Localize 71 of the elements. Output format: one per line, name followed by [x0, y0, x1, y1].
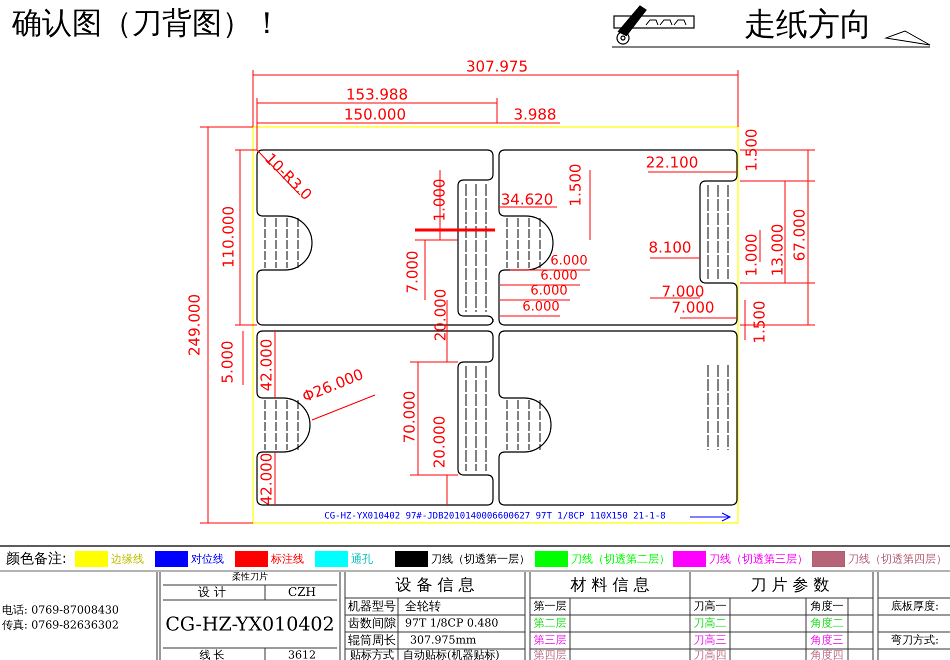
- field-label: 贴标方式: [350, 650, 394, 660]
- dimension-label: 8.100: [648, 240, 692, 256]
- field-label: 设 计: [198, 586, 226, 598]
- dimension-label: 6.000: [550, 254, 588, 268]
- dimension-label: 5.000: [220, 340, 236, 384]
- legend-label: 刀线（切透第四层）: [848, 554, 947, 564]
- dimension-label: 1.000: [744, 234, 760, 276]
- dimension-label: 67.000: [792, 208, 808, 262]
- field-label: 刀高一: [694, 600, 726, 612]
- dimension-label: 20.000: [432, 416, 448, 468]
- dimension-label: 153.988: [346, 88, 408, 102]
- field-label: 刀高四: [694, 650, 726, 660]
- legend-heading: 颜色备注:: [6, 552, 67, 566]
- field-value: 3612: [288, 650, 316, 660]
- dimension-label: 13.000: [770, 224, 786, 276]
- direction-label: 走纸方向: [744, 8, 872, 40]
- legend-label: 通孔: [351, 554, 373, 564]
- dimension-label: 42.000: [260, 452, 274, 506]
- field-label: 第二层: [534, 618, 566, 628]
- legend-label: 刀线（切透第三层）: [709, 554, 808, 564]
- field-value: 全轮转: [405, 600, 441, 612]
- dimension-label: 7.000: [662, 284, 704, 300]
- field-label: 第四层: [534, 650, 566, 660]
- table-heading: 柔性刀片: [232, 574, 268, 582]
- legend-label: 对位线: [191, 554, 224, 564]
- field-label: 刀高三: [694, 634, 726, 646]
- legend-label: 边缘线: [111, 554, 144, 564]
- field-label: 角度二: [810, 618, 844, 628]
- dimension-label: 7.000: [672, 300, 714, 316]
- field-label: 角度一: [810, 600, 844, 612]
- legend-label: 标注线: [271, 554, 304, 564]
- field-label: 刀高二: [694, 618, 726, 628]
- dimension-label: 70.000: [402, 390, 418, 444]
- drawing-number: CG-HZ-YX010402: [165, 616, 335, 634]
- field-label: 底板厚度:: [891, 600, 939, 612]
- field-label: 机器型号: [348, 600, 396, 612]
- dimension-label: 1.500: [752, 300, 768, 344]
- field-label: 弯刀方式:: [891, 634, 939, 646]
- table-heading: 设 备 信 息: [395, 577, 475, 593]
- field-label: 辊筒周长: [348, 634, 396, 646]
- dimension-label: 150.000: [344, 108, 406, 122]
- field-label: 线 长: [199, 650, 225, 660]
- field-label: 第三层: [534, 634, 566, 646]
- dimension-label: 110.000: [222, 206, 236, 268]
- dimension-label: 6.000: [522, 300, 560, 314]
- contact-text: 传真: 0769-82636302: [2, 620, 119, 630]
- field-value: CZH: [288, 586, 316, 598]
- dimension-label: 249.000: [188, 294, 202, 356]
- field-label: 齿数间隙: [348, 617, 396, 629]
- field-label: 角度四: [810, 650, 844, 660]
- job-code-text: CG-HZ-YX010402 97#-JDB2010140006600627 97T 1/8CP 110X150 21-1-8: [324, 512, 666, 522]
- table-heading: 刀 片 参 数: [750, 577, 830, 593]
- dimension-label: 7.000: [406, 250, 420, 294]
- dimension-label: 34.620: [500, 192, 554, 208]
- field-value: 自动贴标(机器贴标): [403, 650, 500, 660]
- page-title: 确认图（刀背图）！: [12, 9, 282, 39]
- dimension-label: 20.000: [434, 288, 448, 342]
- field-label: 角度三: [810, 634, 844, 646]
- legend-label: 刀线（切透第一层）: [431, 554, 530, 564]
- dimension-label: 3.988: [514, 108, 556, 122]
- dimension-label: 42.000: [260, 338, 274, 392]
- dimension-label: 22.100: [646, 156, 698, 170]
- dimension-label: 307.975: [466, 60, 528, 74]
- legend-label: 刀线（切透第二层）: [571, 554, 670, 564]
- dimension-label: 1.500: [744, 128, 760, 172]
- dimension-label: 1.500: [568, 164, 584, 206]
- table-heading: 材 料 信 息: [570, 577, 650, 593]
- field-label: 第一层: [534, 600, 566, 612]
- contact-text: 电话: 0769-87008430: [2, 604, 119, 616]
- field-value: 307.975mm: [410, 634, 476, 646]
- field-value: 97T 1/8CP 0.480: [405, 618, 498, 628]
